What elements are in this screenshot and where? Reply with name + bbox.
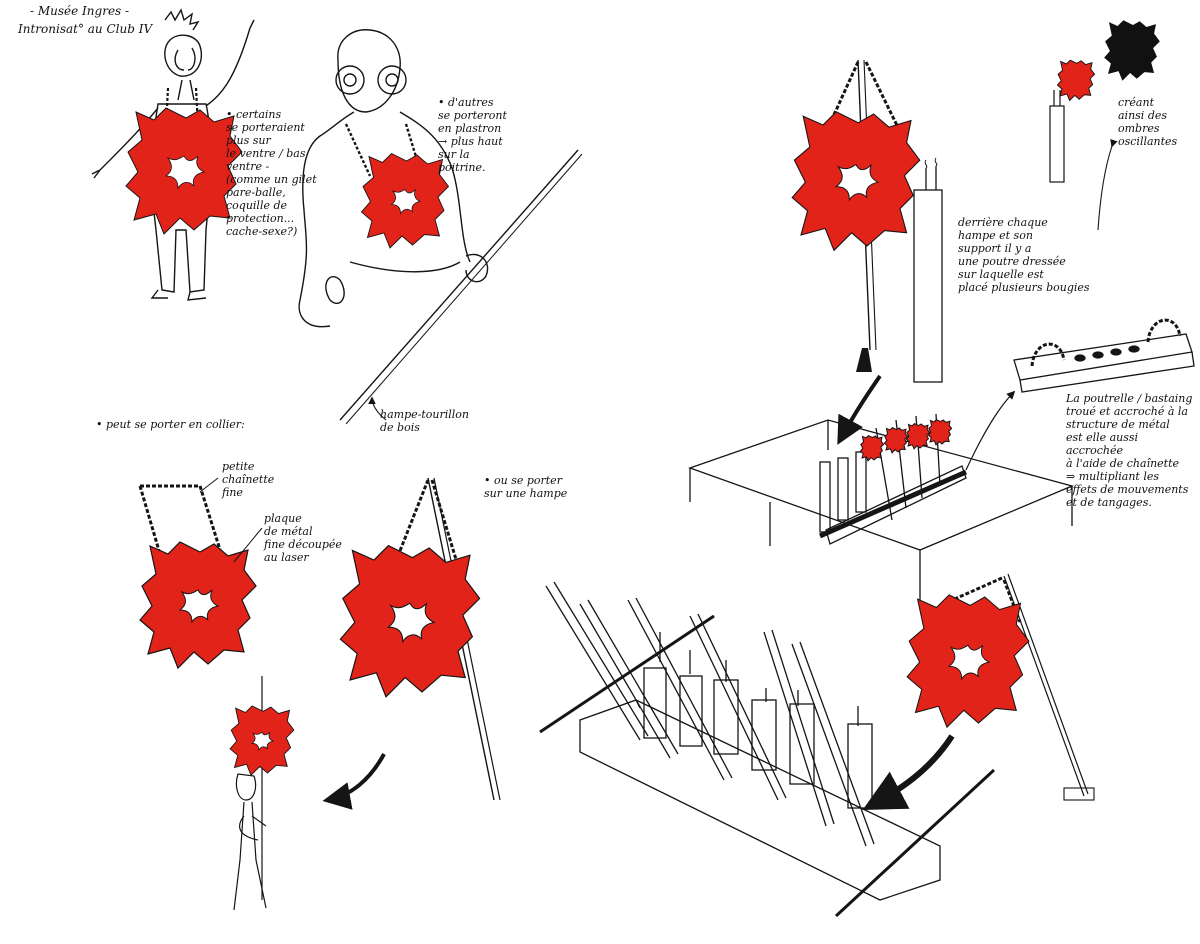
wooden-pole-long [339, 149, 579, 421]
note-beam: La poutrelle / bastaing troué et accroch… [1066, 392, 1193, 509]
crossbar-left [539, 614, 715, 734]
crossbar-right [834, 768, 996, 918]
note-chest: • d'autres se porteront en plastron → pl… [438, 96, 507, 174]
wooden-pole-long-edge [345, 153, 583, 425]
pole-label-arrow [368, 396, 387, 421]
installation-base [545, 581, 941, 901]
arrow-to-bearer [322, 753, 386, 810]
note-plate: plaque de métal fine découpée au laser [264, 512, 342, 564]
arrow-to-base [862, 734, 955, 810]
metal-frame-structure [688, 413, 1074, 604]
header-intronisation: Intronisat° au Club IV [18, 22, 153, 36]
belly-plate [125, 107, 243, 235]
slanted-flag-group [906, 573, 1095, 801]
note-candles: derrière chaque hampe et son support il … [958, 216, 1090, 294]
arrow-to-frame [837, 374, 882, 445]
note-necklace: • peut se porter en collier: [96, 418, 245, 431]
standard-flag [229, 705, 295, 776]
chest-plate [361, 153, 449, 249]
hanging-flag-group [791, 59, 943, 383]
necklace-plate-group [138, 477, 263, 669]
header-museum: - Musée Ingres - [30, 4, 130, 18]
note-on-pole: • ou se porter sur une hampe [484, 474, 568, 500]
note-belly: • certains se porteraient plus sur le ve… [226, 108, 317, 238]
arrow-to-beam [965, 390, 1016, 471]
pole-plate-group [339, 477, 501, 801]
note-chain: petite chaînette fine [222, 460, 275, 499]
headdress-spikes [164, 8, 200, 31]
perforated-beam [1013, 318, 1195, 393]
candle-shadow-vignette [1049, 20, 1160, 231]
note-pole: hampe-tourillon de bois [380, 408, 469, 434]
note-shadows: créant ainsi des ombres oscillantes [1118, 96, 1178, 148]
